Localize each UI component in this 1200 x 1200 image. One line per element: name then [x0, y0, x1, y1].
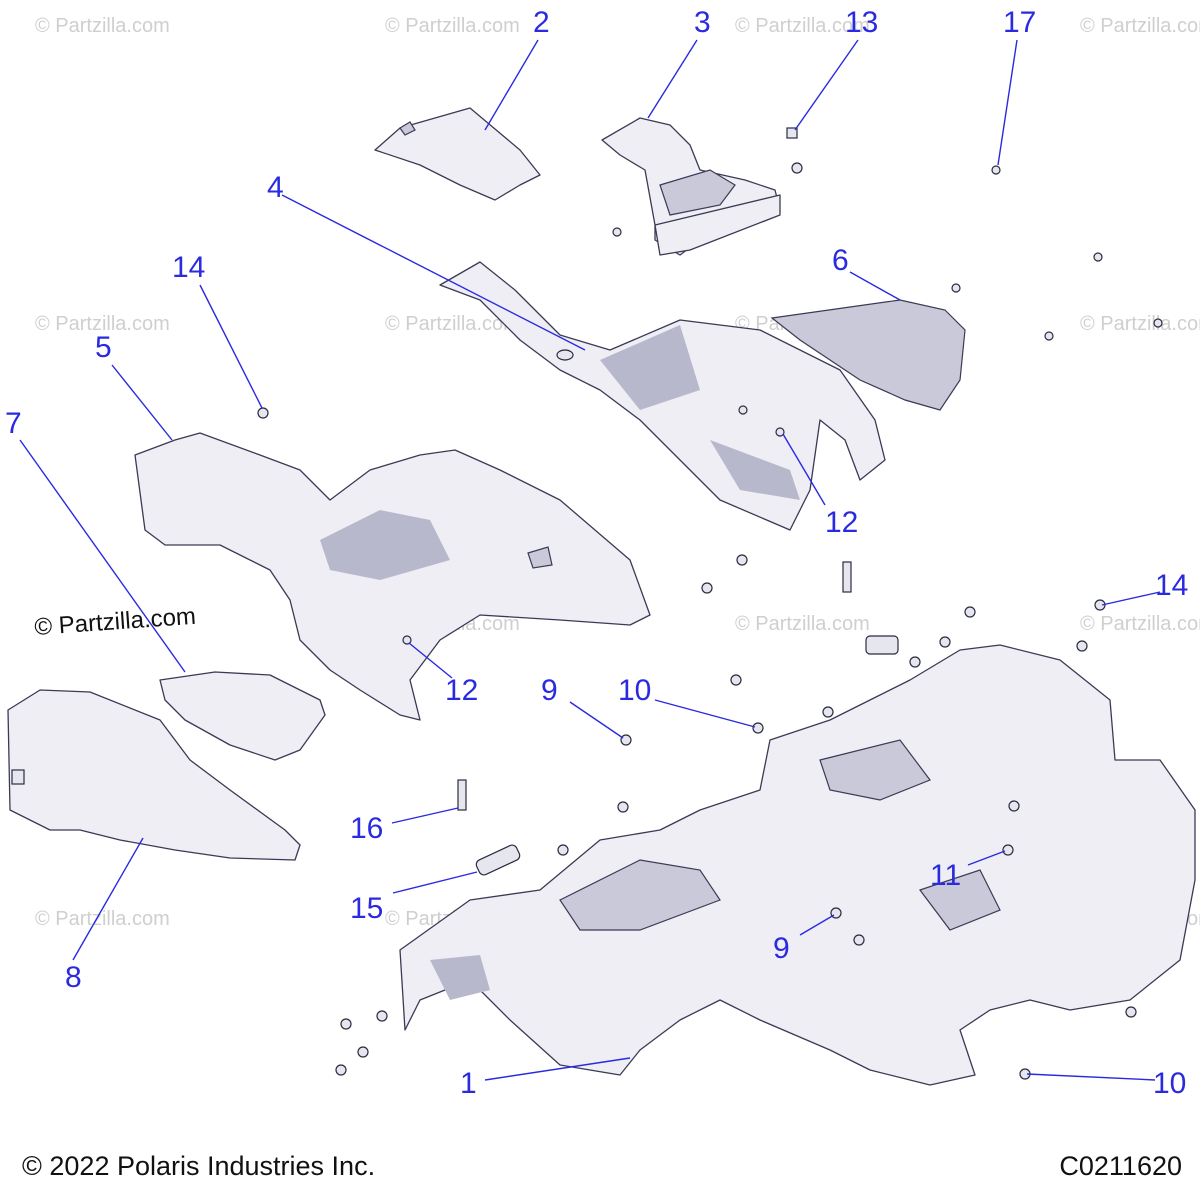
part-3-center-bracket	[601, 117, 781, 256]
fastener	[1008, 800, 1020, 812]
watermark: © Partzilla.com	[35, 313, 170, 335]
part-1-front-fender	[399, 644, 1196, 1086]
watermark: © Partzilla.com	[1080, 613, 1200, 635]
fastener	[775, 427, 785, 437]
fastener	[909, 656, 921, 668]
fastener	[557, 844, 569, 856]
fastener	[853, 934, 865, 946]
callout-14-right: 14	[1155, 569, 1188, 602]
fastener	[786, 127, 798, 139]
watermark: © Partzilla.com	[1080, 313, 1200, 335]
fastener	[1153, 318, 1163, 328]
callout-8: 8	[65, 961, 82, 994]
callout-4: 4	[267, 171, 284, 204]
fastener	[791, 162, 803, 174]
fastener	[701, 582, 713, 594]
watermark: © Partzilla.com	[35, 908, 170, 930]
callout-17: 17	[1003, 6, 1036, 39]
part-6-side-shield	[770, 299, 966, 411]
part-4-console-cover	[439, 261, 886, 531]
part-5-frame-cover	[134, 432, 651, 721]
fastener	[991, 165, 1001, 175]
part-8-side-panel	[7, 689, 301, 861]
fastener	[951, 283, 961, 293]
callout-13: 13	[845, 6, 878, 39]
watermark: © Partzilla.com	[1080, 15, 1200, 37]
part-7-shield	[159, 671, 326, 761]
callout-10-upper: 10	[618, 674, 651, 707]
fastener	[376, 1010, 388, 1022]
callout-15: 15	[350, 892, 383, 925]
fastener	[822, 706, 834, 718]
callout-11: 11	[930, 859, 961, 892]
part-2-top-cover	[374, 107, 541, 201]
callout-7: 7	[5, 407, 22, 440]
fastener	[612, 227, 622, 237]
fastener	[340, 1018, 352, 1030]
callout-12-right: 12	[825, 506, 858, 539]
fasteners	[257, 127, 1163, 1080]
fastener	[257, 407, 269, 419]
callout-12-left: 12	[445, 674, 478, 707]
fastener	[1093, 252, 1103, 262]
watermark: © Partzilla.com	[35, 15, 170, 37]
watermark: © Partzilla.com	[385, 313, 520, 335]
fastener	[865, 635, 899, 655]
fastener	[1044, 331, 1054, 341]
callout-14-top: 14	[172, 251, 205, 284]
fastener	[1076, 640, 1088, 652]
fastener	[620, 734, 632, 746]
fastener	[335, 1064, 347, 1076]
callout-3: 3	[694, 6, 711, 39]
watermark: © Partzilla.com	[385, 15, 520, 37]
callout-10-lower: 10	[1153, 1067, 1186, 1100]
callout-9-upper: 9	[541, 674, 558, 707]
fastener	[457, 779, 467, 811]
drawing-code: C0211620	[1059, 1151, 1182, 1181]
watermark-dark: © Partzilla.com	[34, 603, 197, 641]
fastener	[738, 405, 748, 415]
copyright-notice: © 2022 Polaris Industries Inc.	[22, 1151, 376, 1181]
fastener	[730, 674, 742, 686]
callout-1: 1	[460, 1067, 477, 1100]
fastener	[964, 606, 976, 618]
fastener	[939, 636, 951, 648]
fastener	[842, 561, 852, 593]
fastener	[1125, 1006, 1137, 1018]
fastener	[1002, 844, 1014, 856]
leader-lines	[19, 39, 1161, 1081]
watermark: © Partzilla.com	[735, 613, 870, 635]
callout-9-lower: 9	[773, 932, 790, 965]
watermark: © Partzilla.com	[735, 15, 870, 37]
fastener	[736, 554, 748, 566]
callout-16: 16	[350, 812, 383, 845]
callouts: 2 3 13 17 4 14 6 5 7 12 14 12 9 10 16 11…	[5, 6, 1188, 1100]
fastener	[402, 635, 412, 645]
callout-2: 2	[533, 6, 550, 39]
callout-5: 5	[95, 331, 112, 364]
fastener	[617, 801, 629, 813]
fastener	[752, 722, 764, 734]
fastener	[357, 1046, 369, 1058]
fastener	[475, 844, 521, 876]
callout-6: 6	[832, 244, 849, 277]
